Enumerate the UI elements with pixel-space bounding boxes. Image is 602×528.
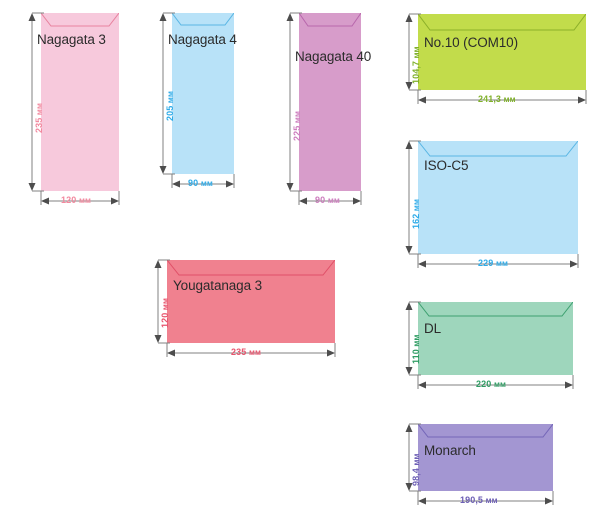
dimension-height-dl: 110 мм [401, 301, 421, 376]
envelope-body [172, 13, 234, 174]
dimension-height-nagagata-3: 235 мм [24, 12, 44, 192]
dimension-width-label: 229 мм [478, 258, 508, 268]
dimension-width-label: 90 мм [315, 195, 340, 205]
dimension-height-yougatanaga-3: 120 мм [150, 259, 170, 344]
envelope-label-dl: DL [424, 321, 442, 336]
dimension-height-label: 225 мм [292, 111, 302, 141]
dimension-width-no10-com10: 241,3 мм [417, 90, 587, 110]
dimension-width-nagagata-40: 90 мм [298, 191, 362, 211]
envelope-body [41, 13, 119, 191]
envelope-shape-no10-com10 [418, 14, 586, 90]
dimension-width-label: 190,5 мм [460, 495, 498, 505]
dimension-width-yougatanaga-3: 235 мм [166, 343, 336, 363]
envelope-body [418, 14, 586, 90]
dimension-height-label: 98,4 мм [411, 453, 421, 486]
envelope-body [299, 13, 361, 191]
envelope-shape-nagagata-40 [299, 13, 361, 191]
dimension-height-nagagata-40: 225 мм [282, 12, 302, 192]
dimension-width-iso-c5: 229 мм [417, 254, 579, 274]
dimension-width-nagagata-3: 120 мм [40, 191, 120, 211]
envelope-label-nagagata-3: Nagagata 3 [37, 32, 106, 47]
dimension-height-label: 162 мм [411, 199, 421, 229]
dimension-width-label: 235 мм [231, 347, 261, 357]
dimension-height-label: 120 мм [160, 298, 170, 328]
envelope-body [418, 302, 573, 375]
envelope-label-monarch: Monarch [424, 443, 476, 458]
dimension-height-label: 205 мм [165, 91, 175, 121]
dimension-width-label: 241,3 мм [478, 94, 516, 104]
envelope-shape-dl [418, 302, 573, 375]
envelope-shape-iso-c5 [418, 141, 578, 254]
envelope-shape-yougatanaga-3 [167, 260, 335, 343]
envelope-shape-nagagata-4 [172, 13, 234, 174]
dimension-height-monarch: 98,4 мм [401, 423, 421, 492]
envelope-body [418, 141, 578, 254]
dimension-height-no10-com10: 104,7 мм [401, 13, 421, 91]
envelope-label-nagagata-4: Nagagata 4 [168, 32, 237, 47]
envelope-body [167, 260, 335, 343]
dimension-width-nagagata-4: 90 мм [171, 174, 235, 194]
dimension-width-dl: 220 мм [417, 375, 574, 395]
dimension-height-label: 235 мм [34, 103, 44, 133]
envelope-label-no10-com10: No.10 (COM10) [424, 35, 518, 50]
envelope-shape-nagagata-3 [41, 13, 119, 191]
dimension-height-label: 110 мм [411, 334, 421, 364]
dimension-width-label: 120 мм [61, 195, 91, 205]
dimension-height-nagagata-4: 205 мм [155, 12, 175, 175]
envelope-label-yougatanaga-3: Yougatanaga 3 [173, 278, 263, 293]
envelope-shape-monarch [418, 424, 553, 491]
envelope-body [418, 424, 553, 491]
dimension-height-iso-c5: 162 мм [401, 140, 421, 255]
dimension-width-label: 90 мм [188, 178, 213, 188]
dimension-height-label: 104,7 мм [411, 46, 421, 84]
dimension-width-label: 220 мм [476, 379, 506, 389]
envelope-label-nagagata-40: Nagagata 40 [295, 49, 372, 64]
envelope-label-iso-c5: ISO-C5 [424, 158, 469, 173]
dimension-width-monarch: 190,5 мм [417, 491, 554, 511]
